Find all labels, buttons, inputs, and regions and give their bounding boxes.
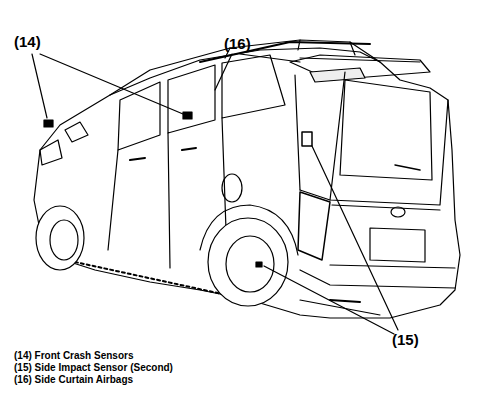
callout-number: (16) [224, 36, 251, 53]
legend-note: (16) Side Curtain Airbags [14, 374, 133, 385]
callout-number: (15) [392, 332, 419, 349]
legend-note: (14) Front Crash Sensors [14, 350, 133, 361]
legend-note: (15) Side Impact Sensor (Second) [14, 362, 173, 373]
callout-number: (14) [14, 34, 41, 51]
